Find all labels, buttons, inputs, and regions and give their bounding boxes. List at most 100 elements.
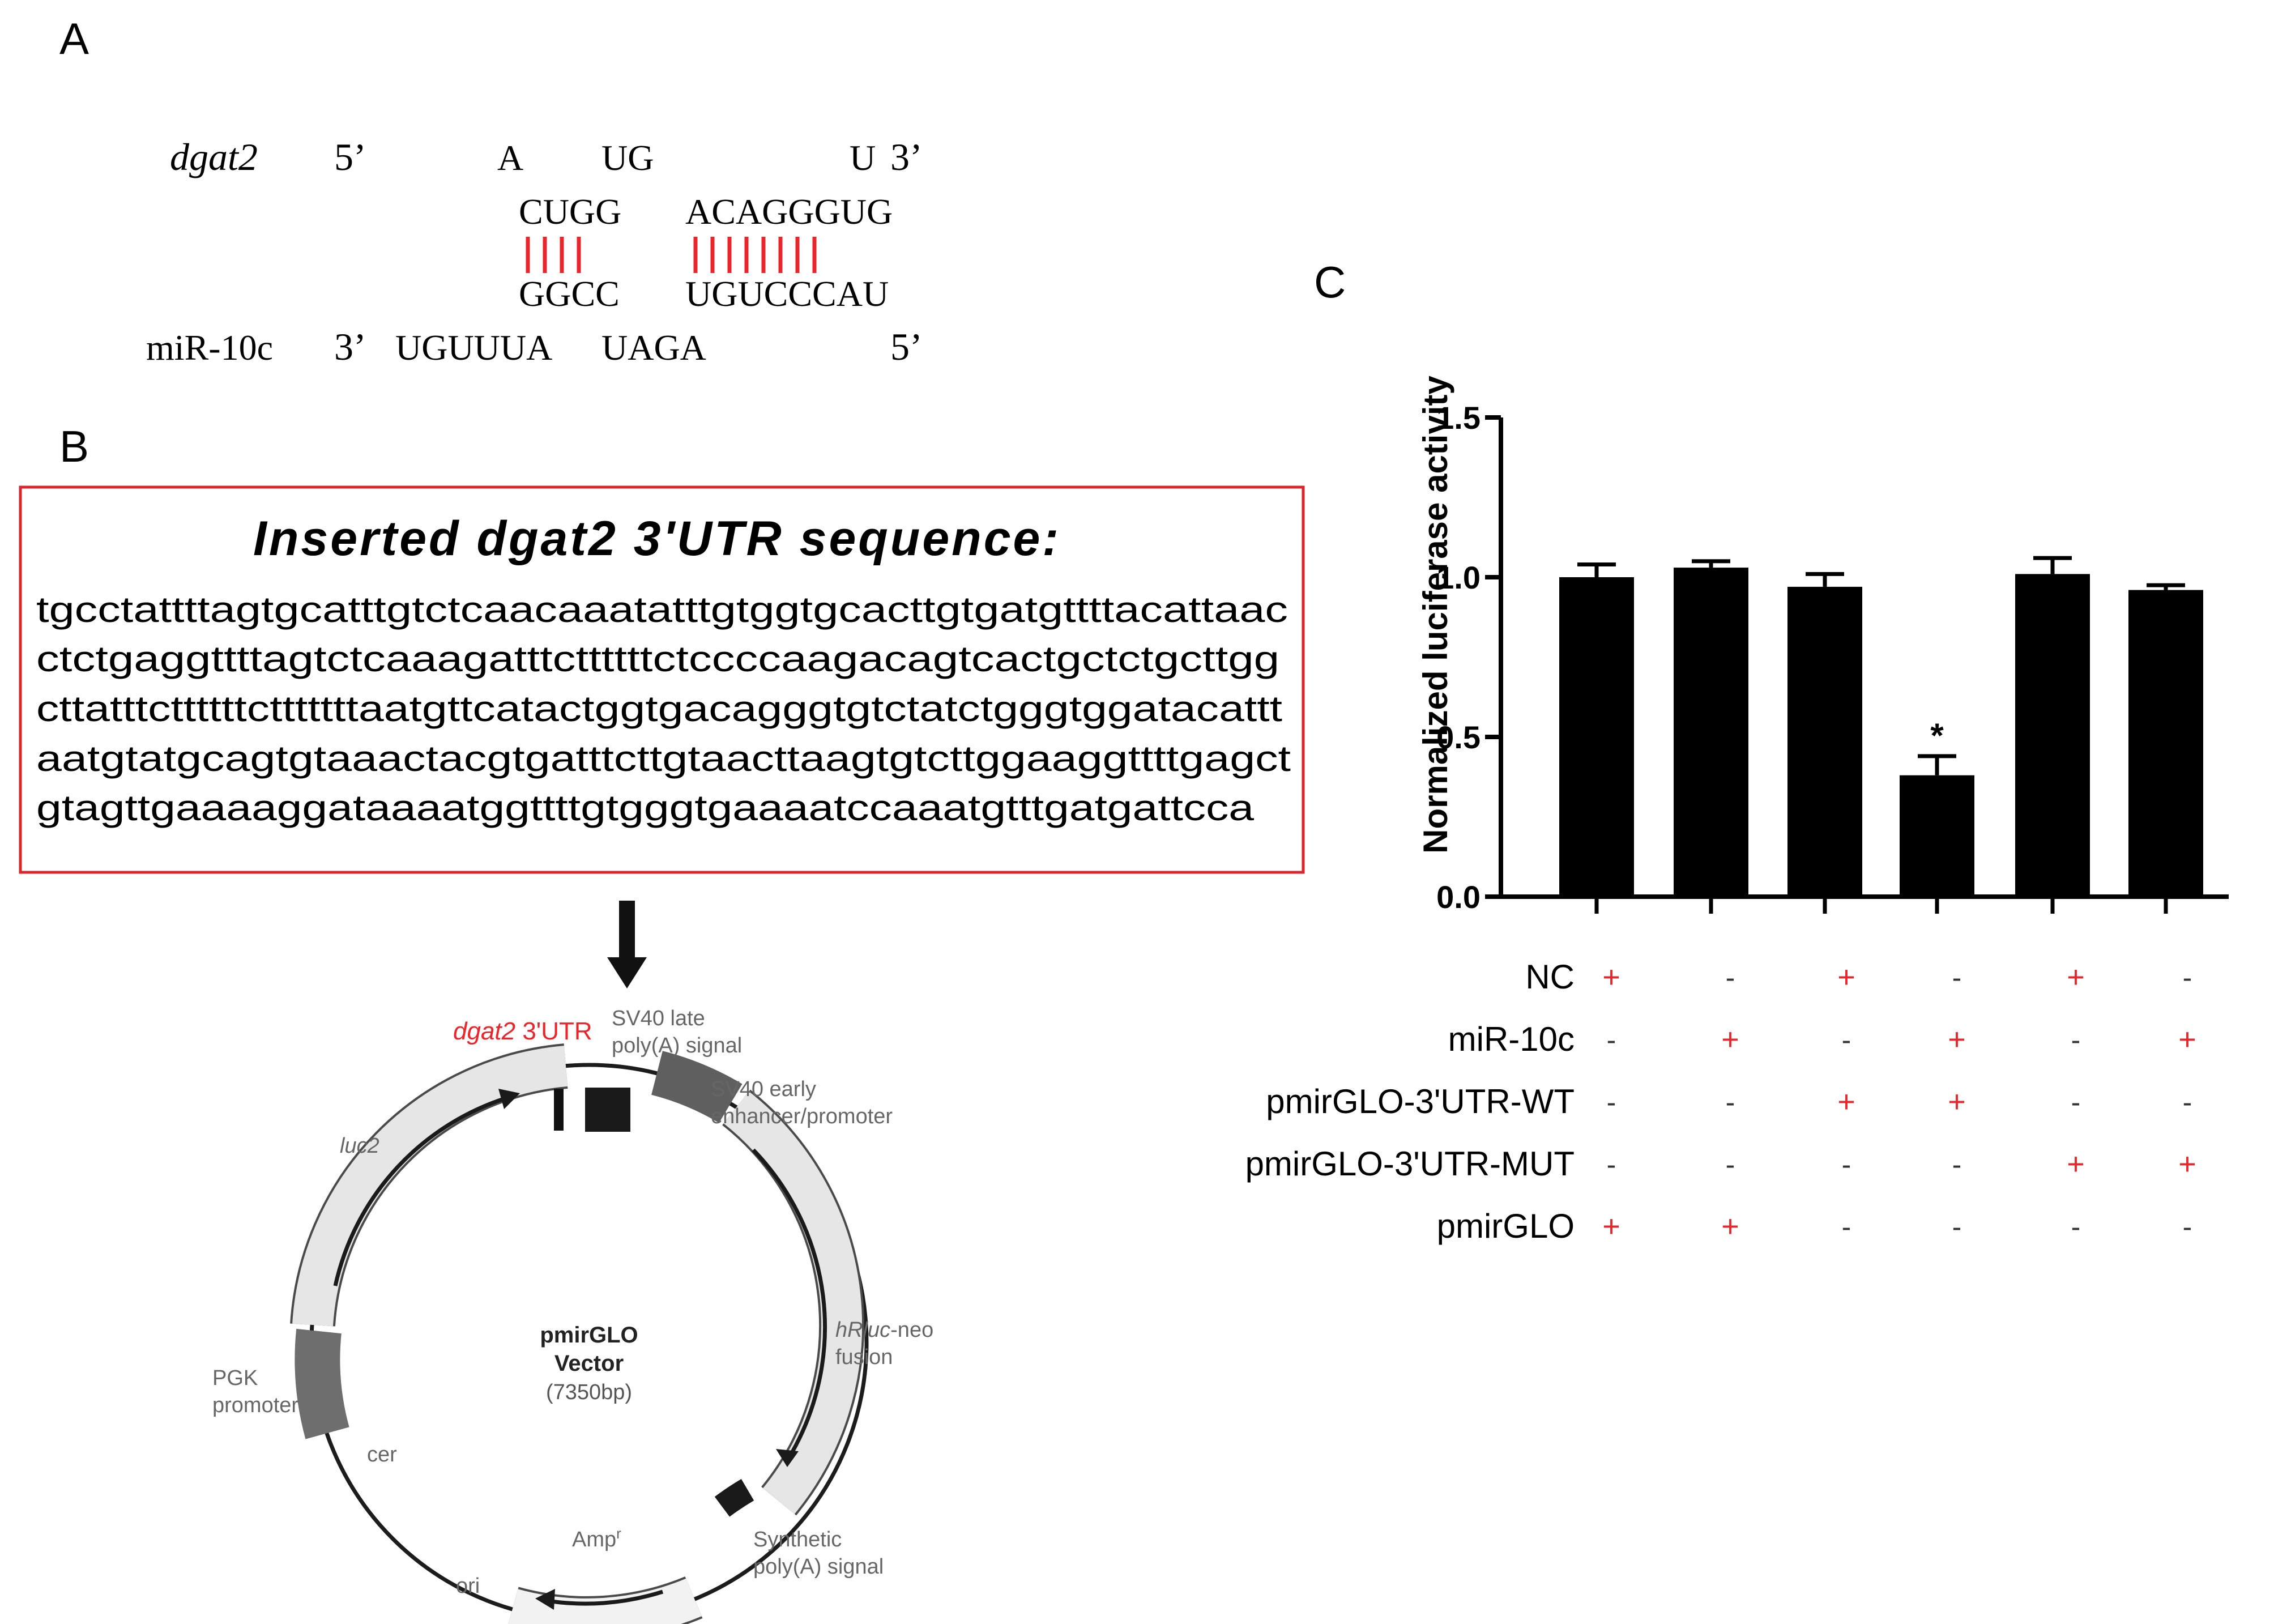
mirna-paired-seq-1: GGCC: [519, 274, 620, 314]
vector-map: pmirGLO Vector (7350bp) dgat2 3'UTR SV40…: [212, 1007, 933, 1624]
y-tick-label: 1.5: [1436, 400, 1481, 436]
hrluc-label-italic: hRluc: [835, 1318, 890, 1342]
bar-chart: 0.0 0.5 1.0 1.5 *: [1436, 400, 2229, 915]
condition-table: NC+-+-+-miR-10c-+-+-+pmirGLO-3'UTR-WT--+…: [1245, 958, 2196, 1245]
dgat2-insert-block: [554, 1089, 564, 1131]
mirna-unpaired-1: UGUUUA: [395, 327, 552, 368]
y-tick-label: 0.5: [1436, 719, 1481, 755]
minus-sign: -: [2071, 1211, 2081, 1243]
minus-sign: -: [2071, 1086, 2081, 1118]
panel-b-letter: B: [59, 421, 89, 471]
mirna-unpaired-2: UAGA: [601, 327, 706, 368]
ampr-direction-arrow: [543, 1589, 664, 1606]
sv40-late-label-line1: SV40 late: [612, 1007, 705, 1030]
panel-a-letter: A: [59, 14, 89, 63]
insert-label-italic: dgat2: [453, 1017, 515, 1045]
minus-sign: -: [1607, 1149, 1616, 1180]
bar: [2128, 590, 2203, 897]
condition-label: pmirGLO-3'UTR-WT: [1266, 1082, 1575, 1120]
panel-c-letter: C: [1314, 257, 1346, 307]
plus-sign: +: [1602, 960, 1620, 994]
plus-sign: +: [1837, 1085, 1855, 1119]
sequence-line-1: tgcctattttagtgcatttgtctcaacaaatatttgtggt…: [36, 589, 1288, 630]
ampr-label: Ampr: [572, 1525, 621, 1551]
minus-sign: -: [2183, 1211, 2192, 1243]
ampr-label-text: Amp: [572, 1528, 616, 1551]
hrluc-label-line2: fusion: [835, 1345, 893, 1369]
bar: [1674, 568, 1748, 897]
mirna-label: miR-10c: [146, 327, 273, 368]
sv40-early-label-line2: enhancer/promoter: [711, 1105, 893, 1128]
dgat2-five-prime: 5’: [334, 135, 366, 178]
minus-sign: -: [1952, 962, 1962, 994]
mirna-three-prime: 3’: [334, 325, 366, 368]
luc2-direction-arrow: [333, 1094, 513, 1286]
y-axis-label: Normalized luciferase activity: [1417, 376, 1454, 854]
condition-label: pmirGLO: [1437, 1207, 1575, 1245]
minus-sign: -: [2183, 1086, 2192, 1118]
minus-sign: -: [1952, 1149, 1962, 1180]
plus-sign: +: [2178, 1022, 2196, 1056]
sequence-lines: tgcctattttagtgcatttgtctcaacaaatatttgtggt…: [36, 589, 1291, 828]
plus-sign: +: [2067, 960, 2085, 994]
dgat2-bulge-2: UG: [601, 138, 654, 178]
mirna-paired-seq-2: UGUCCCAU: [685, 274, 889, 314]
condition-label: NC: [1525, 958, 1575, 996]
hrluc-label-rest: -neo: [890, 1318, 933, 1342]
synthetic-polya-block: [714, 1479, 754, 1517]
sv40-late-label-line2: poly(A) signal: [612, 1034, 742, 1058]
synthetic-polya-label-line1: Synthetic: [753, 1528, 842, 1551]
sequence-line-5: gtagttgaaaaggataaaatggttttgtgggtgaaaatcc…: [36, 787, 1255, 828]
synthetic-polya-label-line2: poly(A) signal: [753, 1555, 884, 1579]
dgat2-bulge-1: A: [497, 138, 523, 178]
plus-sign: +: [1721, 1209, 1739, 1243]
bar: [1559, 577, 1634, 897]
plus-sign: +: [1602, 1209, 1620, 1243]
y-tick-label: 0.0: [1436, 879, 1481, 915]
sequence-line-2: ctctgaggttttagtctcaaagatttcttttttctcccca…: [36, 638, 1279, 679]
plus-sign: +: [1948, 1085, 1966, 1119]
plus-sign: +: [2067, 1147, 2085, 1181]
sequence-line-4: aatgtatgcagtgtaaactacgtgatttcttgtaacttaa…: [36, 738, 1291, 779]
plus-sign: +: [1948, 1022, 1966, 1056]
bar: [1787, 586, 1862, 897]
vector-size: (7350bp): [546, 1380, 632, 1404]
luc2-label: luc2: [340, 1134, 379, 1158]
minus-sign: -: [2071, 1024, 2081, 1056]
vector-name-line2: Vector: [554, 1351, 624, 1376]
significance-marker: *: [1930, 717, 1944, 755]
sequence-heading: Inserted dgat2 3'UTR sequence:: [253, 512, 1061, 566]
dgat2-gene-label: dgat2: [170, 135, 258, 178]
sv40-late-block: [585, 1088, 630, 1132]
pgk-label-line1: PGK: [212, 1366, 258, 1390]
plus-sign: +: [2178, 1147, 2196, 1181]
ori-label: ori: [456, 1574, 480, 1598]
vector-name-line1: pmirGLO: [540, 1323, 638, 1348]
y-tick-label: 1.0: [1436, 560, 1481, 595]
sv40-early-segment: [651, 1051, 743, 1123]
sv40-early-label-line1: SV40 early: [711, 1077, 816, 1101]
minus-sign: -: [1842, 1024, 1851, 1056]
sequence-line-3: cttatttcttttttctttttttaatgttcatactggtgac…: [36, 688, 1282, 729]
mirna-five-prime: 5’: [890, 325, 923, 368]
hrluc-direction-arrow: [752, 1148, 827, 1457]
minus-sign: -: [1607, 1024, 1616, 1056]
minus-sign: -: [1726, 1149, 1735, 1180]
dgat2-bulge-3: U: [850, 138, 876, 178]
dgat2-insert-label: dgat2 3'UTR: [453, 1017, 592, 1045]
ampr-label-sup: r: [616, 1525, 621, 1542]
base-pair-lines: [526, 237, 817, 273]
panel-c: C Normalized luciferase activity 0.0 0.5 1…: [1245, 257, 2229, 1245]
plus-sign: +: [1837, 960, 1855, 994]
dgat2-paired-seq-2: ACAGGGUG: [685, 191, 893, 232]
insert-label-rest: 3'UTR: [515, 1017, 592, 1045]
panel-b: B Inserted dgat2 3'UTR sequence: tgcctat…: [19, 421, 1305, 988]
minus-sign: -: [2183, 962, 2192, 994]
cer-label: cer: [367, 1443, 397, 1467]
minus-sign: -: [1842, 1149, 1851, 1180]
minus-sign: -: [1607, 1086, 1616, 1118]
condition-label: pmirGLO-3'UTR-MUT: [1245, 1145, 1575, 1183]
minus-sign: -: [1842, 1211, 1851, 1243]
bar: [2015, 574, 2090, 897]
